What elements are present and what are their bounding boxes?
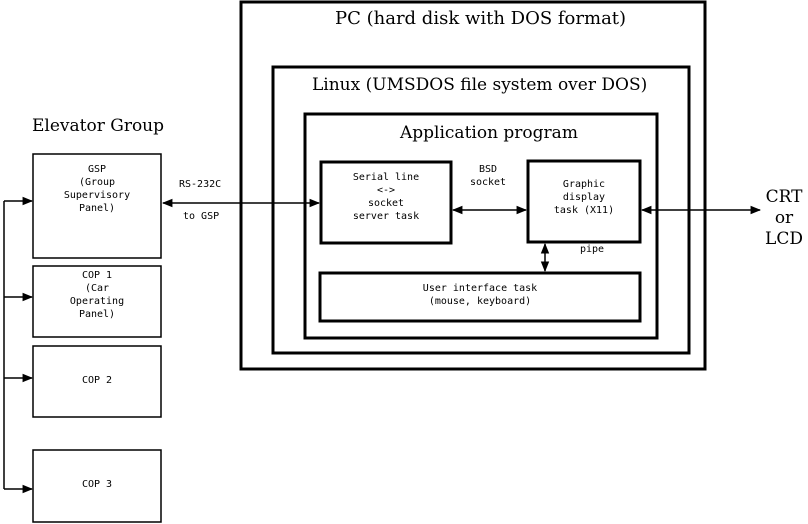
cop3-label: COP 3	[81, 479, 113, 490]
pc-title: PC (hard disk with DOS format)	[335, 8, 627, 29]
display-label: CRT or LCD	[765, 187, 803, 249]
cop1-label: COP 1 (Car Operating Panel)	[69, 270, 125, 320]
serial-task-box	[319, 160, 453, 245]
cop1-box	[32, 265, 162, 338]
pc-box	[239, 0, 707, 371]
serial-task-label: Serial line <-> socket server task	[352, 172, 420, 222]
ui-task-box	[318, 271, 642, 323]
gsp-label: GSP (Group Supervisory Panel)	[63, 164, 131, 214]
application-title: Application program	[400, 123, 578, 143]
rs232c-label: RS-232C	[179, 179, 222, 190]
bsd-socket-label: BSD socket	[469, 164, 507, 188]
elevator-group-title: Elevator Group	[32, 116, 165, 136]
linux-title: Linux (UMSDOS file system over DOS)	[312, 75, 648, 95]
ui-task-label: User interface task (mouse, keyboard)	[422, 283, 538, 307]
application-box	[303, 112, 659, 340]
graphic-task-box	[526, 159, 642, 244]
cop2-label: COP 2	[81, 375, 113, 386]
gsp-box	[32, 153, 162, 259]
pipe-label: pipe	[580, 244, 605, 255]
to-gsp-label: to GSP	[183, 211, 220, 222]
graphic-task-label: Graphic display task (X11)	[553, 179, 615, 216]
